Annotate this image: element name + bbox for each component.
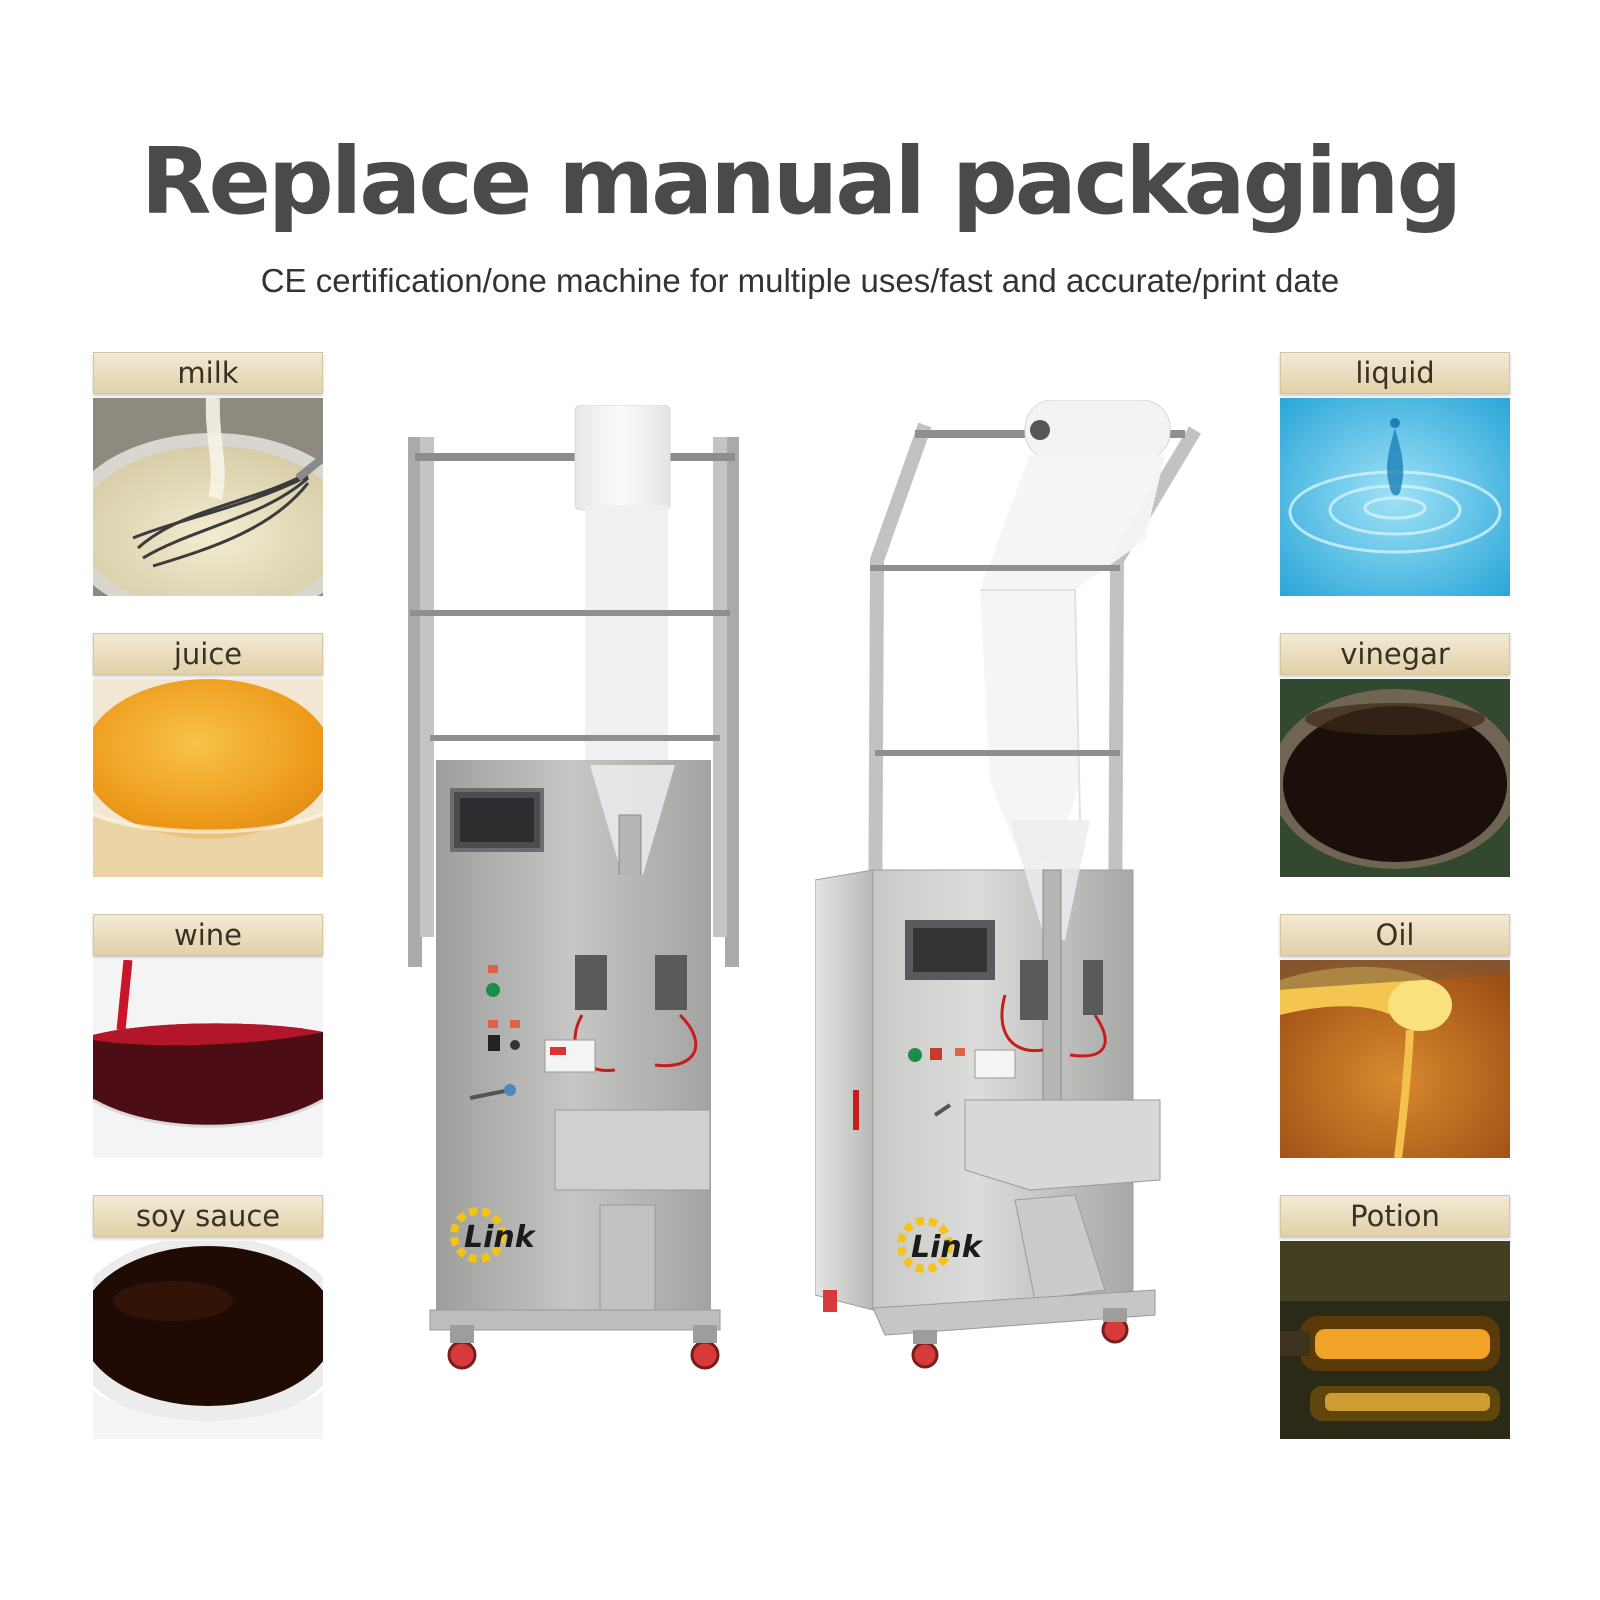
water-drop-photo: [1280, 398, 1510, 596]
product-label: wine: [93, 914, 323, 956]
product-card-milk: milk: [93, 352, 323, 596]
headline: Replace manual packaging: [140, 128, 1463, 235]
link-logo: Link: [450, 1207, 537, 1263]
logo-text: Link: [464, 1220, 537, 1255]
orange-juice-photo: [93, 679, 323, 877]
honey-oil-spoon-photo: [1280, 960, 1510, 1158]
product-label: soy sauce: [93, 1195, 323, 1237]
packaging-machine-angled: Link: [814, 399, 1215, 1390]
link-logo: Link: [897, 1217, 984, 1273]
product-card-liquid: liquid: [1280, 352, 1510, 596]
packaging-machine-front: Link: [400, 404, 770, 1390]
product-label: Potion: [1280, 1195, 1510, 1237]
product-card-wine: wine: [93, 914, 323, 1158]
product-label: Oil: [1280, 914, 1510, 956]
red-wine-glass-photo: [93, 960, 323, 1158]
soy-sauce-bowl-photo: [93, 1241, 323, 1439]
product-card-vinegar: vinegar: [1280, 633, 1510, 877]
vinegar-bowl-photo: [1280, 679, 1510, 877]
product-label: liquid: [1280, 352, 1510, 394]
subline: CE certification/one machine for multipl…: [260, 262, 1340, 299]
product-card-potion: Potion: [1280, 1195, 1510, 1439]
product-card-juice: juice: [93, 633, 323, 877]
logo-text: Link: [911, 1230, 984, 1265]
product-label: vinegar: [1280, 633, 1510, 675]
product-label: juice: [93, 633, 323, 675]
product-label: milk: [93, 352, 323, 394]
milk-whisk-photo: [93, 398, 323, 596]
product-card-soy-sauce: soy sauce: [93, 1195, 323, 1439]
product-card-oil: Oil: [1280, 914, 1510, 1158]
potion-bottle-photo: [1280, 1241, 1510, 1439]
